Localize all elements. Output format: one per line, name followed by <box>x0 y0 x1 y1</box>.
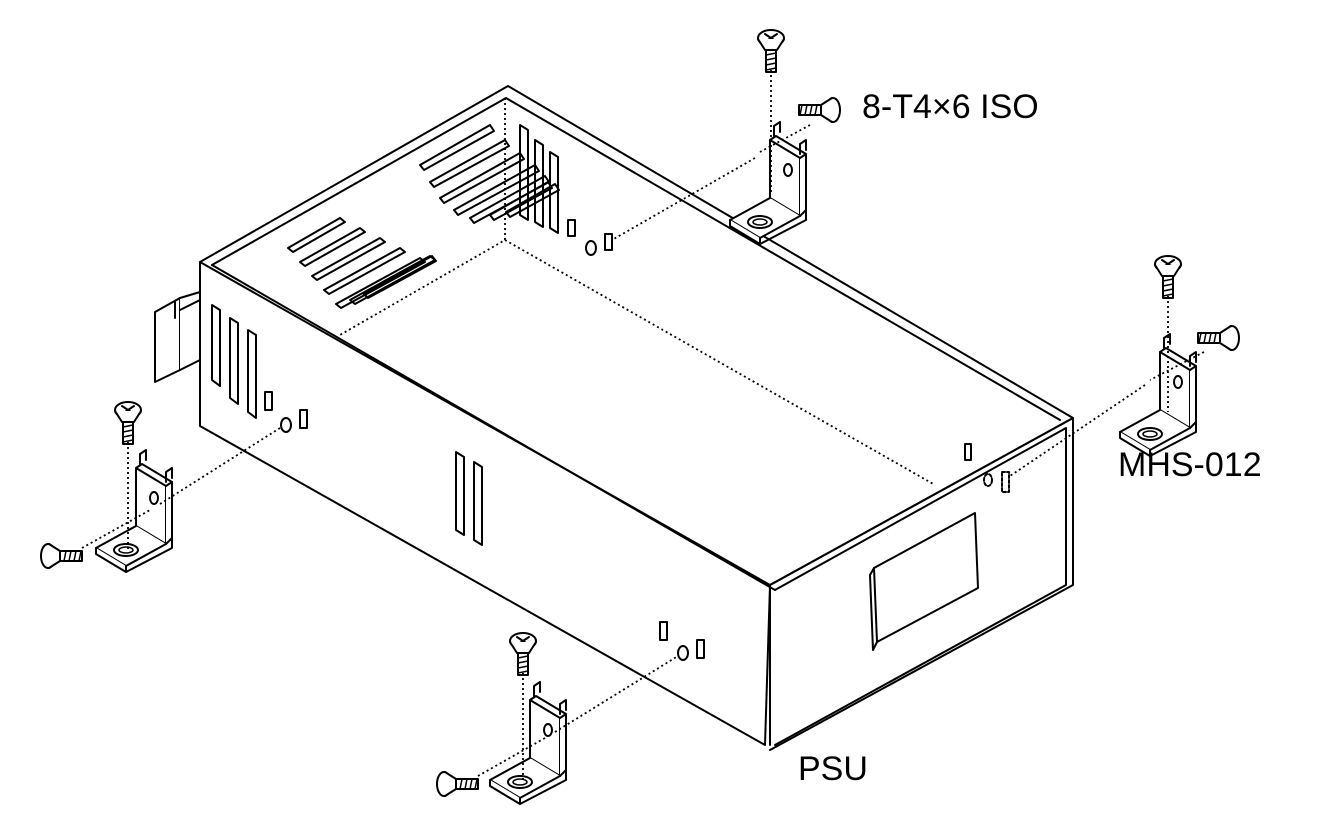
bracket-rear <box>611 29 841 245</box>
bracket-model-label: MHS-012 <box>1118 446 1262 484</box>
mounting-bracket-icon <box>489 681 567 805</box>
countersunk-screw-icon <box>798 97 841 123</box>
screw-spec-label: 8-T4×6 ISO <box>862 88 1039 126</box>
countersunk-screw-icon <box>40 543 83 569</box>
countersunk-screw-icon <box>509 632 537 676</box>
countersunk-screw-icon <box>1197 325 1240 351</box>
bracket-bottom <box>436 632 679 805</box>
psu-label: PSU <box>798 750 868 788</box>
countersunk-screw-icon <box>757 29 785 73</box>
mounting-bracket-icon <box>95 449 173 573</box>
countersunk-screw-icon <box>114 401 142 445</box>
countersunk-screw-icon <box>1154 255 1182 299</box>
countersunk-screw-icon <box>436 771 479 797</box>
mounting-bracket-icon <box>729 121 807 245</box>
bracket-left <box>40 401 281 573</box>
bracket-right <box>1009 255 1240 477</box>
psu-enclosure <box>154 85 1074 751</box>
